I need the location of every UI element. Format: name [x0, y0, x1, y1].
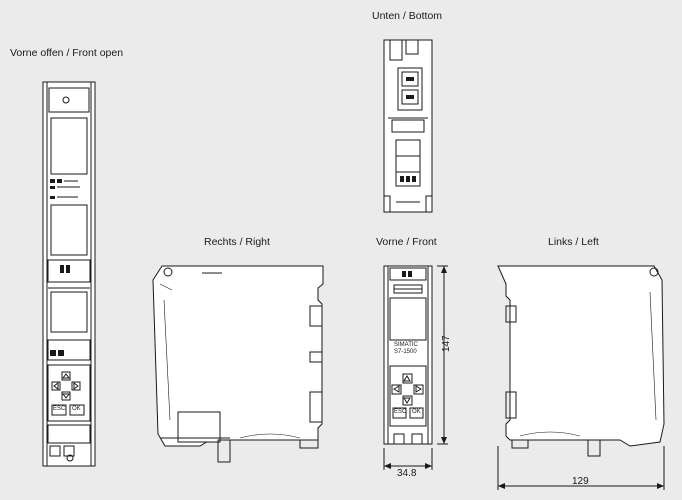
front-view-esc-key-label: ESC [394, 409, 407, 415]
dimension-depth: 129 [572, 476, 589, 487]
front-view-ok-key-label: OK [412, 409, 421, 415]
label-right: Rechts / Right [204, 236, 270, 248]
front-open-esc-key-label: ESC [53, 406, 66, 412]
dimension-width: 34.8 [397, 468, 417, 479]
label-front-open: Vorne offen / Front open [10, 47, 124, 59]
dimension-height: 147 [441, 335, 452, 352]
front-view-device-label-line2: S7-1500 [394, 349, 417, 355]
label-left: Links / Left [548, 236, 599, 248]
front-view-device-label-line1: SIMATIC [394, 342, 418, 348]
label-front: Vorne / Front [376, 236, 437, 248]
front-open-ok-key-label: OK [72, 406, 81, 412]
label-bottom: Unten / Bottom [372, 10, 443, 22]
